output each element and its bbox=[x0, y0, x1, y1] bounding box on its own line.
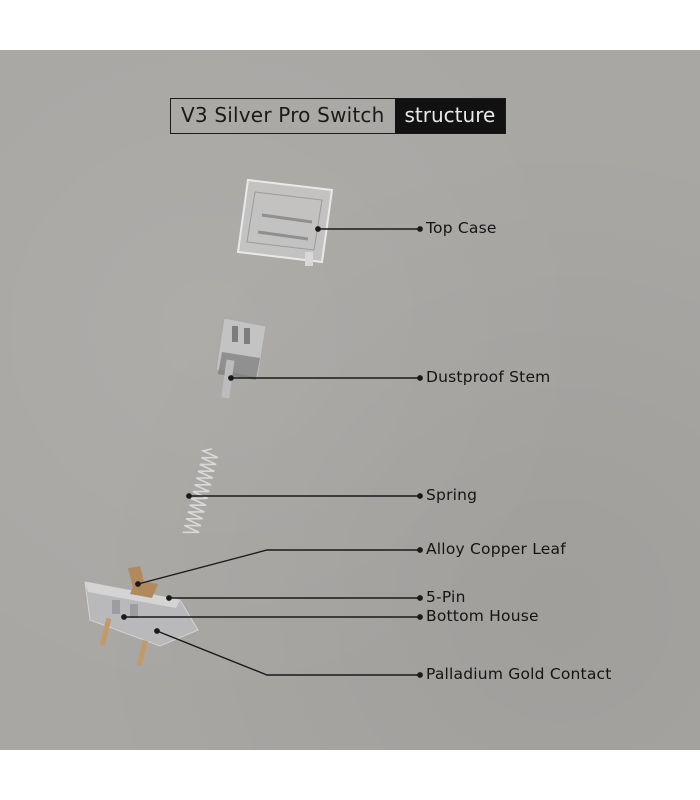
label-palladium-gold-contact: Palladium Gold Contact bbox=[426, 665, 612, 683]
label-alloy-copper-leaf: Alloy Copper Leaf bbox=[426, 540, 566, 558]
product-photo-background bbox=[0, 50, 700, 750]
title-product-name: V3 Silver Pro Switch bbox=[181, 103, 385, 127]
leader-lines bbox=[121, 226, 423, 678]
top-case-illustration bbox=[236, 178, 334, 266]
spring-illustration bbox=[182, 448, 219, 534]
label-bottom-house: Bottom House bbox=[426, 607, 539, 625]
stem-illustration bbox=[215, 317, 267, 399]
label-5-pin: 5-Pin bbox=[426, 588, 466, 606]
label-top-case: Top Case bbox=[426, 219, 497, 237]
label-spring: Spring bbox=[426, 486, 478, 504]
label-dustproof-stem: Dustproof Stem bbox=[426, 368, 551, 386]
title-banner: V3 Silver Pro Switch structure bbox=[170, 98, 507, 134]
title-tag: structure bbox=[394, 99, 506, 133]
bottom-house-illustration bbox=[84, 566, 199, 667]
